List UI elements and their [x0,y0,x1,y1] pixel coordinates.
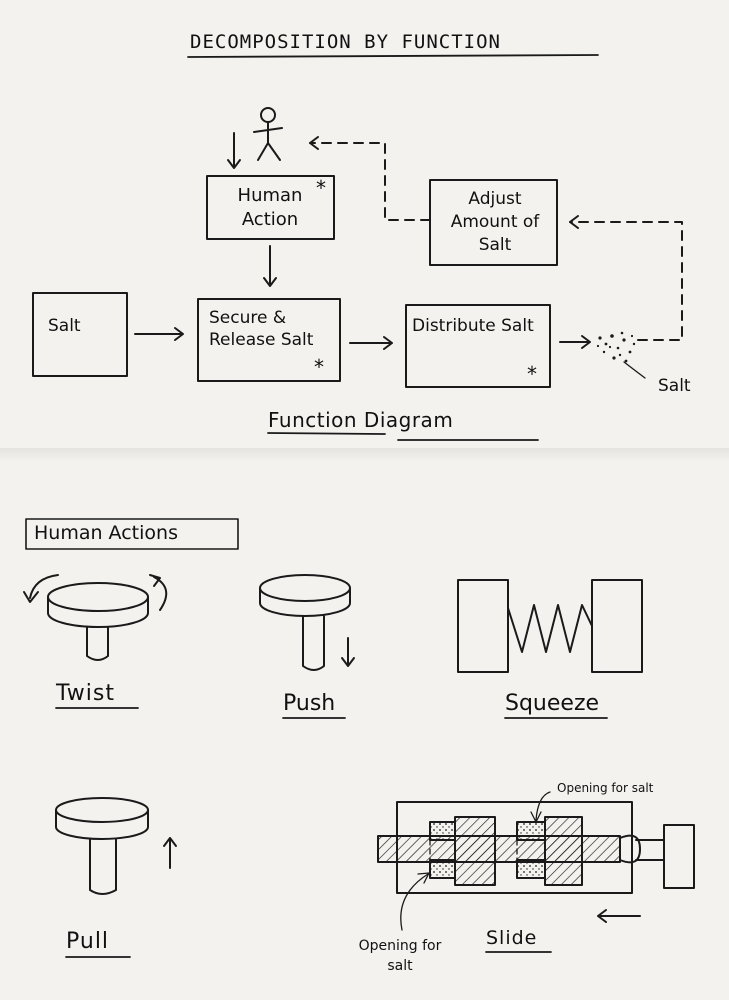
box-salt-input [32,292,128,377]
pull-knob [55,797,177,895]
heading-box [25,518,239,550]
caption-underlines [267,432,539,441]
salt-leader-line [623,361,646,379]
solid-arrows [134,132,591,350]
title-underline [187,54,599,58]
page-title: DECOMPOSITION BY FUNCTION [190,31,501,53]
person-figure [253,107,283,161]
label-distribute: Distribute Salt [412,316,534,336]
box-human-action [206,175,335,240]
label-secure-release: Secure & Release Salt [209,308,314,350]
asterisk-secure-release: * [314,355,324,379]
arrowhead-to-adjust [569,215,579,229]
box-adjust-amount [429,179,558,266]
label-pull: Pull [66,929,110,954]
slide-mechanism [377,791,695,931]
salt-scatter [596,331,636,363]
label-opening-top: Opening for salt [557,781,654,795]
label-push: Push [283,691,336,716]
box-distribute [405,304,551,388]
box-secure-release [197,298,341,382]
label-salt-input: Salt [48,316,81,336]
label-slide: Slide [486,927,538,949]
label-opening-bottom: Opening for salt [358,938,442,974]
label-adjust-amount: Adjust Amount of Salt [450,189,540,255]
human-actions-heading: Human Actions [34,522,178,544]
asterisk-distribute: * [527,362,537,386]
arrowhead-to-person [309,136,319,150]
twist-knob [23,574,168,661]
function-diagram-caption: Function Diagram [268,408,454,432]
label-twist: Twist [56,681,115,706]
label-squeeze: Squeeze [505,691,600,716]
squeeze-mechanism [457,579,643,673]
label-human-action: Human Action [237,185,303,230]
action-underlines [55,707,608,958]
label-salt-output: Salt [658,376,691,396]
push-knob [259,574,355,671]
dashed-feedback-arrows [309,142,683,341]
asterisk-human-action: * [316,176,326,200]
paper-fold [0,448,729,460]
